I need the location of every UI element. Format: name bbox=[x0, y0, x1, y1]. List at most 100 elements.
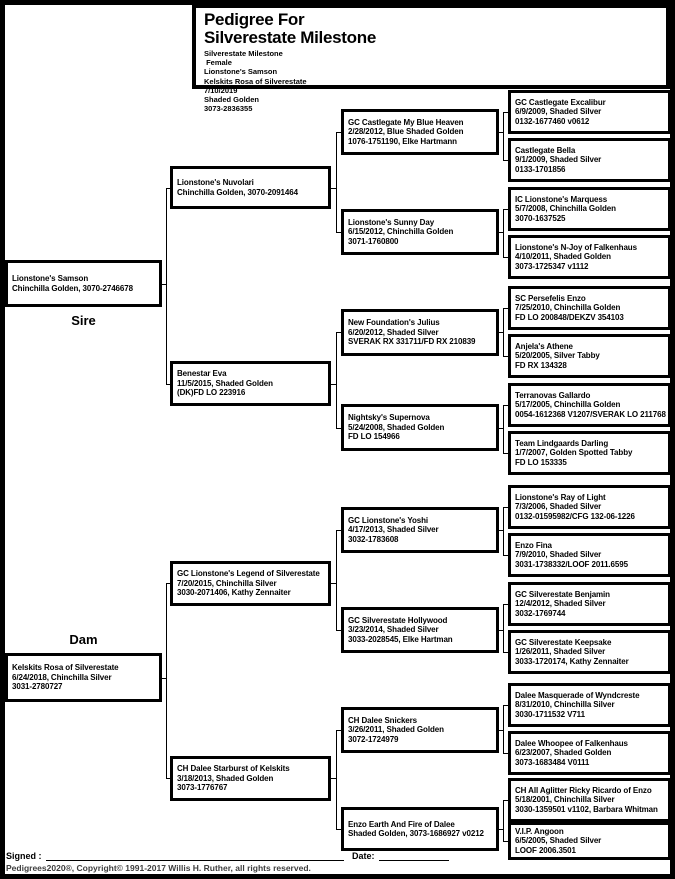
connector-line bbox=[499, 232, 504, 233]
pedigree-text-line: 6/15/2012, Chinchilla Golden bbox=[348, 227, 454, 237]
page-title-line2: Silverestate Milestone bbox=[204, 27, 376, 47]
pedigree-text-line: Chinchilla Golden, 3070-2746678 bbox=[12, 283, 133, 293]
pedigree-text-line: Dalee Whoopee of Falkenhaus bbox=[515, 738, 628, 748]
pedigree-text-line: Terranovas Gallardo bbox=[515, 390, 591, 400]
pedigree-text-line: GC Lionstone's Legend of Silverestate bbox=[177, 569, 320, 579]
connector-line bbox=[503, 705, 508, 706]
pedigree-text-line: 6/20/2012, Shaded Silver bbox=[348, 327, 439, 337]
connector-line bbox=[503, 652, 508, 653]
pedigree-text-line: Lionstone's Samson bbox=[12, 274, 89, 284]
pedigree-text-line: FD RX 134328 bbox=[515, 360, 567, 370]
pedigree-text-line: CH All Aglitter Ricky Ricardo of Enzo bbox=[515, 785, 652, 795]
pedigree-text-line: Dalee Masquerade of Wyndcreste bbox=[515, 690, 640, 700]
pedigree-text-line: 3030-1359501 v1102, Barbara Whitman bbox=[515, 804, 658, 814]
pedigree-text-line: CH Dalee Snickers bbox=[348, 715, 418, 725]
connector-line bbox=[503, 604, 504, 653]
connector-line bbox=[331, 188, 337, 189]
pedigree-text-line: 6/23/2007, Shaded Golden bbox=[515, 748, 612, 758]
connector-line bbox=[499, 132, 504, 133]
dam-label: Dam bbox=[69, 632, 98, 647]
pedigree-text-line: GC Castlegate My Blue Heaven bbox=[348, 117, 464, 127]
connector-line bbox=[503, 405, 504, 454]
connector-line bbox=[331, 583, 337, 584]
connector-line bbox=[336, 332, 337, 429]
pedigree-text-line: 4/10/2011, Shaded Golden bbox=[515, 252, 611, 262]
date-blank-line bbox=[379, 860, 449, 861]
connector-line bbox=[499, 730, 504, 731]
connector-line bbox=[503, 112, 504, 161]
pedigree-text-line: 3032-1783608 bbox=[348, 534, 399, 544]
connector-line bbox=[503, 507, 504, 556]
pedigree-text-line: 7/9/2010, Shaded Silver bbox=[515, 550, 602, 560]
connector-line bbox=[503, 555, 508, 556]
pedigree-text-line: Kelskits Rosa of Silverestate bbox=[12, 663, 119, 673]
page-title-line1: Pedigree For bbox=[204, 10, 305, 29]
pedigree-text-line: 3/26/2011, Shaded Golden bbox=[348, 725, 444, 735]
pedigree-text-line: 0132-01595982/CFG 132-06-1226 bbox=[515, 511, 635, 521]
pedigree-text-line: Shaded Golden, 3073-1686927 v0212 bbox=[348, 829, 484, 838]
pedigree-text-line: Chinchilla Golden, 3070-2091464 bbox=[177, 187, 298, 197]
pedigree-text-line: 2/28/2012, Blue Shaded Golden bbox=[348, 127, 464, 137]
pedigree-text-line: 5/20/2005, Silver Tabby bbox=[515, 351, 600, 361]
connector-line bbox=[503, 705, 504, 754]
pedigree-text-line: 11/5/2015, Shaded Golden bbox=[177, 378, 273, 388]
pedigree-text-line: IC Lionstone's Marquess bbox=[515, 194, 608, 204]
connector-line bbox=[336, 530, 337, 631]
pedigree-text-line: 0132-1677460 v0612 bbox=[515, 116, 590, 126]
connector-line bbox=[499, 428, 504, 429]
connector-line bbox=[503, 308, 508, 309]
connector-line bbox=[503, 160, 508, 161]
connector-line bbox=[503, 604, 508, 605]
sire-label: Sire bbox=[71, 313, 96, 328]
connector-line bbox=[503, 753, 508, 754]
pedigree-text-line: 5/24/2008, Shaded Golden bbox=[348, 422, 445, 432]
pedigree-text-line: LOOF 2006.3501 bbox=[515, 845, 576, 855]
connector-line bbox=[336, 232, 341, 233]
pedigree-text-line: 0133-1701856 bbox=[515, 164, 566, 174]
pedigree-text-line: 9/1/2009, Shaded Silver bbox=[515, 155, 602, 165]
connector-line bbox=[166, 188, 170, 189]
connector-line bbox=[336, 730, 341, 731]
connector-line bbox=[503, 453, 508, 454]
pedigree-text-line: 5/17/2005, Chinchilla Golden bbox=[515, 400, 621, 410]
pedigree-text-line: Team Lindgaards Darling bbox=[515, 438, 609, 448]
header-box: Pedigree For Silverestate Milestone Silv… bbox=[192, 4, 670, 113]
connector-line bbox=[162, 678, 167, 679]
pedigree-text-line: 5/18/2001, Chinchilla Silver bbox=[515, 795, 615, 805]
pedigree-text-line: New Foundation's Julius bbox=[348, 318, 440, 328]
connector-line bbox=[503, 209, 508, 210]
pedigree-text-line: Shaded Golden bbox=[204, 95, 260, 105]
pedigree-text-line: Lionstone's Ray of Light bbox=[515, 492, 606, 502]
pedigree-text-line: 3030-1711532 V711 bbox=[515, 709, 585, 719]
pedigree-text-line: 3031-2780727 bbox=[12, 682, 63, 692]
pedigree-text-line: Enzo Fina bbox=[515, 540, 552, 550]
connector-line bbox=[503, 356, 508, 357]
pedigree-text-line: 4/17/2013, Shaded Silver bbox=[348, 525, 439, 535]
copyright-text: Pedigrees2020®, Copyright© 1991-2017 Wil… bbox=[6, 863, 311, 873]
connector-line bbox=[503, 800, 508, 801]
pedigree-text-line: Nightsky's Supernova bbox=[348, 413, 430, 423]
pedigree-text-line: 3071-1760800 bbox=[348, 236, 399, 246]
connector-line bbox=[499, 829, 504, 830]
connector-line bbox=[336, 332, 341, 333]
connector-line bbox=[331, 778, 337, 779]
connector-line bbox=[166, 188, 167, 385]
pedigree-text-line: 3030-2071406, Kathy Zennaiter bbox=[177, 588, 291, 598]
pedigree-text-line: 3073-1683484 V0111 bbox=[515, 757, 590, 767]
pedigree-text-line: 0054-1612368 V1207/SVERAK LO 211768 bbox=[515, 409, 666, 419]
pedigree-text-line: 6/5/2005, Shaded Silver bbox=[515, 836, 602, 846]
